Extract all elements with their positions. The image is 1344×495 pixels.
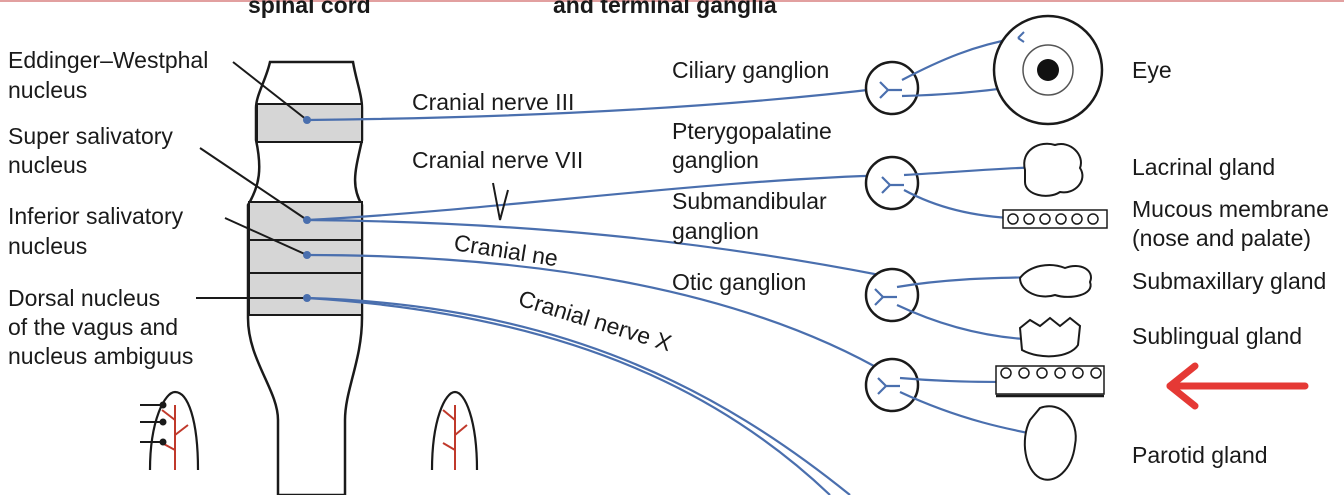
leader-edinger [232, 61, 308, 121]
ganglion-pterygopalatine [864, 155, 920, 211]
label-cn10: Cranial nerve X [516, 285, 675, 356]
red-arrow [1166, 362, 1309, 410]
label-mucous-2: (nose and palate) [1132, 225, 1312, 251]
label-cn7: Cranial nerve VII [412, 147, 584, 173]
leader-inferior [224, 217, 308, 256]
label-parotid: Parotid gland [1132, 442, 1268, 468]
label-dorsal-1: Dorsal nucleus [8, 285, 161, 311]
eye-illustration [992, 14, 1104, 126]
label-edinger-2: nucleus [8, 77, 88, 103]
label-cn3: Cranial nerve III [412, 89, 575, 115]
vessel-left [140, 390, 200, 471]
label-pterygo-1: Pterygopalatine [672, 118, 832, 144]
label-ciliary: Ciliary ganglion [672, 57, 830, 83]
fiber-cn7-a [306, 173, 896, 222]
ganglion-ciliary [864, 60, 920, 116]
cn7-bracket [492, 182, 509, 221]
submaxillary-gland-illustration [1018, 264, 1092, 298]
label-sublingual: Sublingual gland [1132, 323, 1303, 349]
label-mucous-1: Mucous membrane [1132, 196, 1329, 222]
label-super-1: Super salivatory [8, 123, 173, 149]
leader-super [199, 147, 308, 221]
fiber-cn10-b [306, 296, 831, 495]
fiber-cn10-a [306, 296, 851, 495]
label-eye: Eye [1132, 57, 1172, 83]
label-dorsal-2: of the vagus and [8, 314, 179, 340]
label-otic: Otic ganglion [672, 269, 807, 295]
label-submand-1: Submandibular [672, 188, 827, 214]
post-submax [896, 275, 1041, 289]
fiber-cn7-b [306, 218, 886, 278]
top-border [0, 0, 1344, 2]
header-spinal-cord: spinal cord [248, 0, 371, 18]
label-pterygo-2: ganglion [672, 147, 759, 173]
vessel-right [430, 390, 479, 471]
oral-mucosa-illustration [995, 365, 1105, 398]
label-submaxillary: Submaxillary gland [1132, 268, 1327, 294]
mucous-membrane-illustration [1002, 209, 1108, 229]
label-dorsal-3: nucleus ambiguus [8, 343, 194, 369]
dot-edinger [303, 116, 311, 124]
fiber-cn3 [306, 86, 886, 122]
lacrimal-gland-illustration [1023, 142, 1084, 197]
label-lacrimal: Lacrinal gland [1132, 154, 1276, 180]
label-edinger-1: Eddinger–Westphal [8, 47, 209, 73]
ganglion-submandibular [864, 267, 920, 323]
label-submand-2: ganglion [672, 218, 759, 244]
header-terminal-ganglia: and terminal ganglia [553, 0, 777, 18]
dot-dorsal [303, 294, 311, 302]
parotid-gland-illustration [1023, 405, 1077, 481]
fiber-cn9 [306, 253, 896, 379]
label-super-2: nucleus [8, 152, 88, 178]
label-inferior-1: Inferior salivatory [8, 203, 184, 229]
dot-super [303, 216, 311, 224]
sublingual-gland-illustration [1018, 316, 1082, 358]
label-inferior-2: nucleus [8, 233, 88, 259]
dot-inferior [303, 251, 311, 259]
band-vagus [248, 272, 363, 316]
